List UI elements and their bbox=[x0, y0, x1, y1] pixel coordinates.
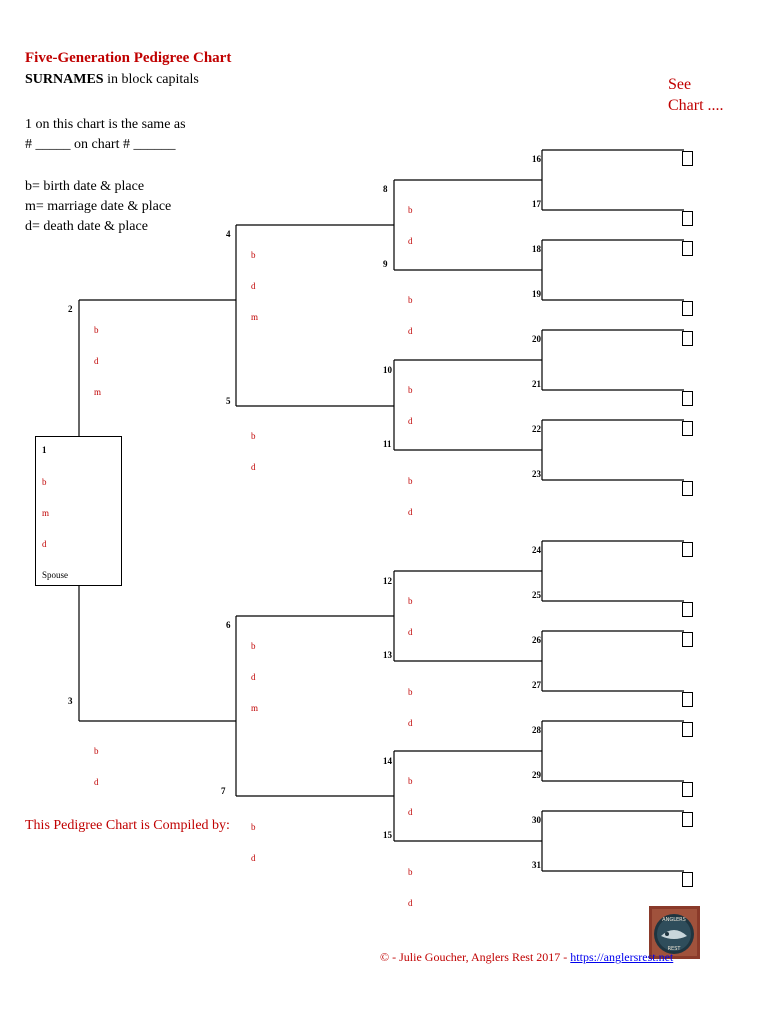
person-23-number: 23 bbox=[532, 469, 541, 479]
logo-text-top: ANGLERS bbox=[662, 917, 686, 923]
person-15-number: 15 bbox=[383, 830, 392, 840]
person-3-number: 3 bbox=[68, 696, 73, 706]
person-14-birth: b bbox=[408, 776, 413, 786]
person-20-number: 20 bbox=[532, 334, 541, 344]
person-5-death: d bbox=[251, 462, 256, 472]
person-22-number: 22 bbox=[532, 424, 541, 434]
person-4-birth: b bbox=[251, 250, 256, 260]
checkbox-28[interactable] bbox=[682, 722, 693, 737]
person-7-number: 7 bbox=[221, 786, 226, 796]
person-14-number: 14 bbox=[383, 756, 392, 766]
person-6-marriage: m bbox=[251, 703, 258, 713]
checkbox-17[interactable] bbox=[682, 211, 693, 226]
person-6-number: 6 bbox=[226, 620, 231, 630]
person-12-birth: b bbox=[408, 596, 413, 606]
person-31-number: 31 bbox=[532, 860, 541, 870]
person-5-number: 5 bbox=[226, 396, 231, 406]
compiled-by-label: This Pedigree Chart is Compiled by: bbox=[25, 818, 230, 834]
person-1-birth: b bbox=[42, 477, 47, 487]
footer-credit: © - Julie Goucher, Anglers Rest 2017 - h… bbox=[380, 950, 673, 965]
checkbox-27[interactable] bbox=[682, 692, 693, 707]
person-13-death: d bbox=[408, 718, 413, 728]
person-28-number: 28 bbox=[532, 725, 541, 735]
person-1-number: 1 bbox=[42, 445, 47, 455]
person-2-marriage: m bbox=[94, 387, 101, 397]
checkbox-16[interactable] bbox=[682, 151, 693, 166]
person-6-birth: b bbox=[251, 641, 256, 651]
person-10-death: d bbox=[408, 416, 413, 426]
person-18-number: 18 bbox=[532, 244, 541, 254]
checkbox-19[interactable] bbox=[682, 301, 693, 316]
person-2-death: d bbox=[94, 356, 99, 366]
person-11-number: 11 bbox=[383, 439, 392, 449]
checkbox-23[interactable] bbox=[682, 481, 693, 496]
person-9-birth: b bbox=[408, 295, 413, 305]
person-4-marriage: m bbox=[251, 312, 258, 322]
person-27-number: 27 bbox=[532, 680, 541, 690]
spouse-label: Spouse bbox=[42, 570, 68, 580]
person-30-number: 30 bbox=[532, 815, 541, 825]
person-15-birth: b bbox=[408, 867, 413, 877]
person-21-number: 21 bbox=[532, 379, 541, 389]
checkbox-18[interactable] bbox=[682, 241, 693, 256]
footer-link[interactable]: https://anglersrest.net bbox=[570, 950, 673, 964]
person-7-birth: b bbox=[251, 822, 256, 832]
person-19-number: 19 bbox=[532, 289, 541, 299]
person-9-number: 9 bbox=[383, 259, 388, 269]
person-1-marriage: m bbox=[42, 508, 49, 518]
person-15-death: d bbox=[408, 898, 413, 908]
checkbox-20[interactable] bbox=[682, 331, 693, 346]
checkbox-29[interactable] bbox=[682, 782, 693, 797]
person-1-death: d bbox=[42, 539, 47, 549]
checkbox-22[interactable] bbox=[682, 421, 693, 436]
person-2-number: 2 bbox=[68, 304, 73, 314]
person-9-death: d bbox=[408, 326, 413, 336]
checkbox-21[interactable] bbox=[682, 391, 693, 406]
footer-text: © - Julie Goucher, Anglers Rest 2017 - bbox=[380, 950, 570, 964]
person-6-death: d bbox=[251, 672, 256, 682]
person-8-death: d bbox=[408, 236, 413, 246]
person-4-death: d bbox=[251, 281, 256, 291]
checkbox-24[interactable] bbox=[682, 542, 693, 557]
person-25-number: 25 bbox=[532, 590, 541, 600]
person-12-death: d bbox=[408, 627, 413, 637]
person-16-number: 16 bbox=[532, 154, 541, 164]
person-14-death: d bbox=[408, 807, 413, 817]
person-24-number: 24 bbox=[532, 545, 541, 555]
checkbox-26[interactable] bbox=[682, 632, 693, 647]
person-3-death: d bbox=[94, 777, 99, 787]
person-10-number: 10 bbox=[383, 365, 392, 375]
person-8-number: 8 bbox=[383, 184, 388, 194]
person-13-birth: b bbox=[408, 687, 413, 697]
person-17-number: 17 bbox=[532, 199, 541, 209]
person-2-birth: b bbox=[94, 325, 99, 335]
person-10-birth: b bbox=[408, 385, 413, 395]
person-3-birth: b bbox=[94, 746, 99, 756]
person-4-number: 4 bbox=[226, 229, 231, 239]
person-5-birth: b bbox=[251, 431, 256, 441]
person-26-number: 26 bbox=[532, 635, 541, 645]
person-8-birth: b bbox=[408, 205, 413, 215]
person-7-death: d bbox=[251, 853, 256, 863]
checkbox-31[interactable] bbox=[682, 872, 693, 887]
person-12-number: 12 bbox=[383, 576, 392, 586]
person-13-number: 13 bbox=[383, 650, 392, 660]
person-11-birth: b bbox=[408, 476, 413, 486]
checkbox-25[interactable] bbox=[682, 602, 693, 617]
checkbox-30[interactable] bbox=[682, 812, 693, 827]
person-29-number: 29 bbox=[532, 770, 541, 780]
person-11-death: d bbox=[408, 507, 413, 517]
